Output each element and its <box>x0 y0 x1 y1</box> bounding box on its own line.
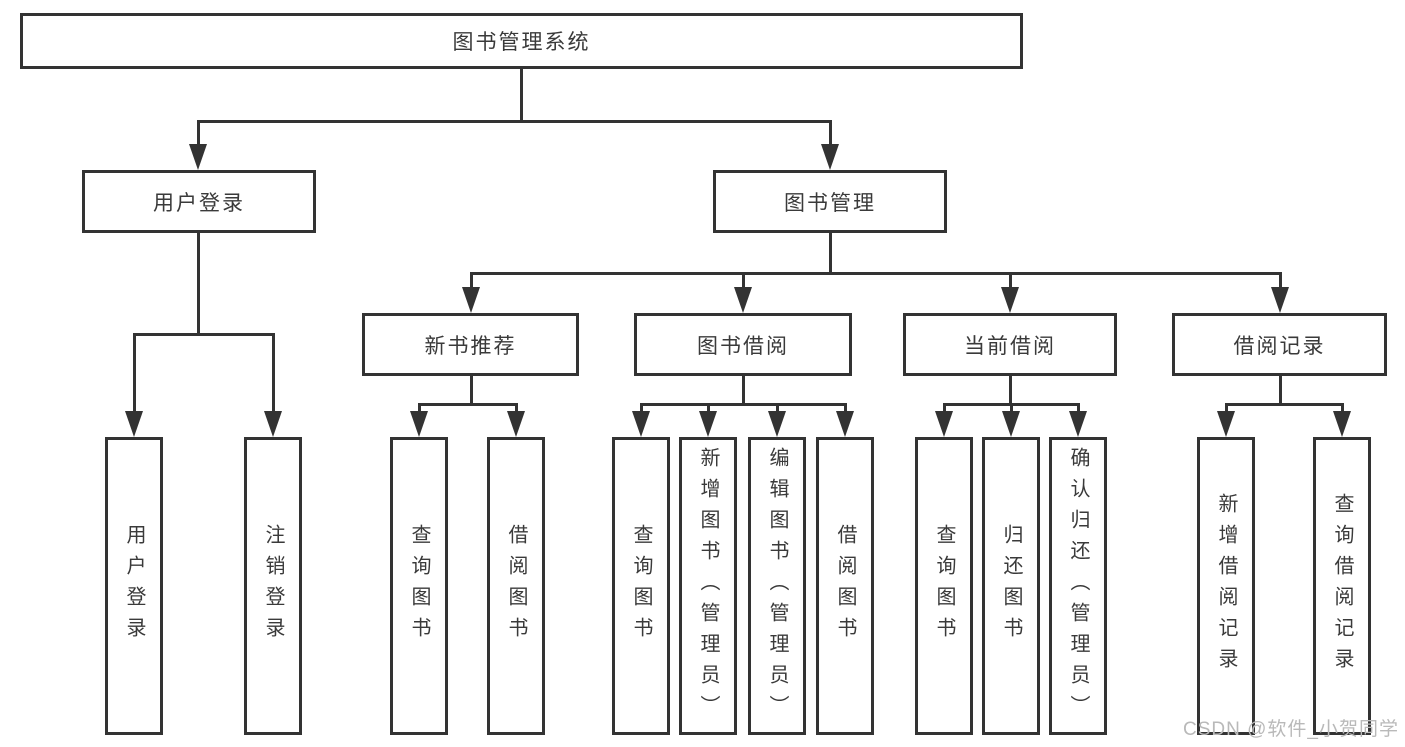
arrowhead-down-icon <box>734 287 752 313</box>
leaf-query-books-borrow: 查询图书 <box>612 437 670 735</box>
arrowhead-down-icon <box>821 144 839 170</box>
node-root-label: 图书管理系统 <box>452 31 591 54</box>
arrowhead-down-icon <box>462 287 480 313</box>
leaf-label: 借阅图书 <box>834 524 856 648</box>
watermark: CSDN @软件_小贺同学 <box>1183 719 1399 740</box>
leaf-label: 新增借阅记录 <box>1215 493 1237 679</box>
leaf-confirm-return-admin: 确认归还（管理员） <box>1049 437 1107 735</box>
borrow-branch-hline <box>640 403 846 406</box>
node-book-borrow: 图书借阅 <box>634 313 852 376</box>
arrowhead-down-icon <box>1002 411 1020 437</box>
records-stem-line <box>1279 376 1282 406</box>
login-stem-line <box>197 233 200 335</box>
connector-line <box>742 272 745 289</box>
arrowhead-down-icon <box>125 411 143 437</box>
arrowhead-down-icon <box>264 411 282 437</box>
leaf-return-books: 归还图书 <box>982 437 1040 735</box>
arrowhead-down-icon <box>1069 411 1087 437</box>
recommend-stem-line <box>470 376 473 406</box>
arrowhead-down-icon <box>1271 287 1289 313</box>
connector-line <box>418 403 421 414</box>
login-branch-hline <box>133 333 274 336</box>
management-stem-line <box>829 233 832 274</box>
leaf-query-books-current: 查询图书 <box>915 437 973 735</box>
connector-line <box>776 403 779 414</box>
arrowhead-down-icon <box>189 144 207 170</box>
management-branch-hline <box>470 272 1281 275</box>
connector-line <box>1225 403 1228 414</box>
connector-line <box>1009 272 1012 289</box>
connector-line <box>1077 403 1080 414</box>
leaf-query-borrow-record: 查询借阅记录 <box>1313 437 1371 735</box>
connector-line <box>829 120 832 148</box>
arrowhead-down-icon <box>768 411 786 437</box>
leaf-user-login: 用户登录 <box>105 437 163 735</box>
node-book-management: 图书管理 <box>713 170 947 233</box>
leaf-label: 注销登录 <box>262 524 284 648</box>
leaf-label: 用户登录 <box>123 524 145 648</box>
connector-line <box>470 272 473 289</box>
arrowhead-down-icon <box>410 411 428 437</box>
arrowhead-down-icon <box>632 411 650 437</box>
connector-line <box>1341 403 1344 414</box>
leaf-label: 编辑图书（管理员） <box>766 446 788 726</box>
leaf-label: 查询图书 <box>630 524 652 648</box>
borrow-stem-line <box>742 376 745 406</box>
node-borrow-records-label: 借阅记录 <box>1233 334 1326 358</box>
arrowhead-down-icon <box>1217 411 1235 437</box>
arrowhead-down-icon <box>1333 411 1351 437</box>
leaf-add-borrow-record: 新增借阅记录 <box>1197 437 1255 735</box>
connector-line <box>197 120 200 148</box>
leaf-edit-books-admin: 编辑图书（管理员） <box>748 437 806 735</box>
leaf-borrow-books-recommend: 借阅图书 <box>487 437 545 735</box>
recommend-branch-hline <box>418 403 518 406</box>
node-new-book-recommend-label: 新书推荐 <box>424 334 517 358</box>
leaf-borrow-books: 借阅图书 <box>816 437 874 735</box>
node-user-login: 用户登录 <box>82 170 316 233</box>
connector-line <box>707 403 710 414</box>
leaf-label: 查询图书 <box>933 524 955 648</box>
node-new-book-recommend: 新书推荐 <box>362 313 579 376</box>
connector-line <box>515 403 518 414</box>
arrowhead-down-icon <box>1001 287 1019 313</box>
connector-line <box>1279 272 1282 289</box>
node-current-borrow-label: 当前借阅 <box>964 334 1056 358</box>
node-book-management-label: 图书管理 <box>784 191 876 215</box>
node-current-borrow: 当前借阅 <box>903 313 1117 376</box>
connector-line <box>943 403 946 414</box>
node-book-borrow-label: 图书借阅 <box>697 334 789 358</box>
root-branch-hline <box>197 120 832 123</box>
leaf-query-books-recommend: 查询图书 <box>390 437 448 735</box>
leaf-add-books-admin: 新增图书（管理员） <box>679 437 737 735</box>
node-user-login-label: 用户登录 <box>153 191 245 215</box>
leaf-label: 确认归还（管理员） <box>1067 446 1089 726</box>
leaf-label: 归还图书 <box>1000 524 1022 648</box>
connector-line <box>133 333 136 413</box>
leaf-label: 查询借阅记录 <box>1331 493 1353 679</box>
leaf-logout: 注销登录 <box>244 437 302 735</box>
arrowhead-down-icon <box>935 411 953 437</box>
connector-line <box>844 403 847 414</box>
leaf-label: 查询图书 <box>408 524 430 648</box>
arrowhead-down-icon <box>836 411 854 437</box>
current-stem-line <box>1009 376 1012 406</box>
leaf-label: 借阅图书 <box>505 524 527 648</box>
records-branch-hline <box>1225 403 1343 406</box>
arrowhead-down-icon <box>699 411 717 437</box>
arrowhead-down-icon <box>507 411 525 437</box>
connector-line <box>272 333 275 413</box>
connector-line <box>1010 403 1013 414</box>
node-root: 图书管理系统 <box>20 13 1023 69</box>
leaf-label: 新增图书（管理员） <box>697 446 719 726</box>
root-stem-line <box>520 69 523 123</box>
connector-line <box>640 403 643 414</box>
node-borrow-records: 借阅记录 <box>1172 313 1387 376</box>
